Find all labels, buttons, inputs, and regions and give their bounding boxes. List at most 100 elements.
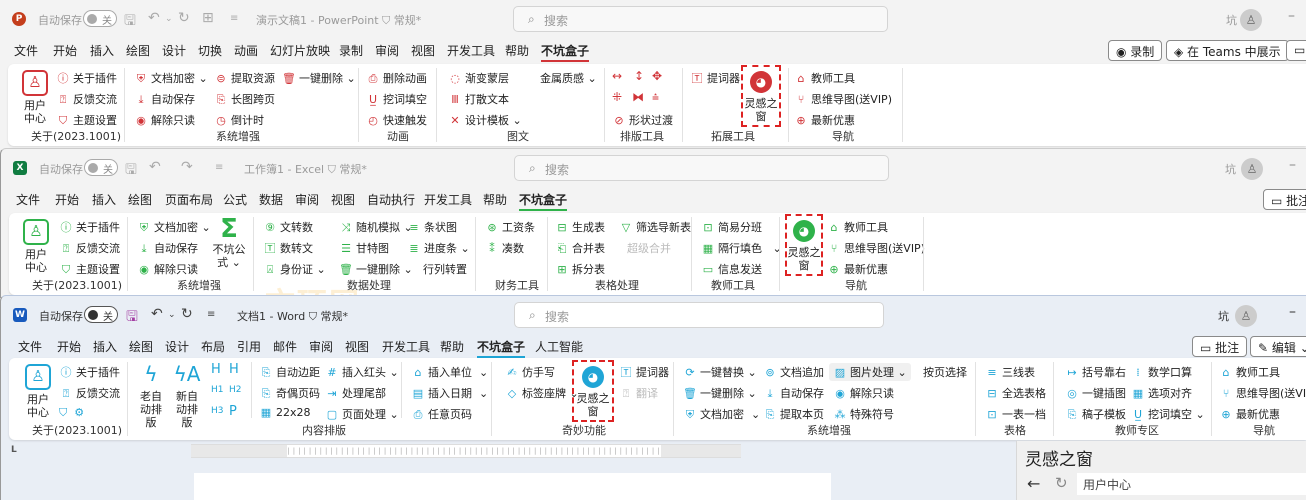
align-options-button[interactable]: ▦选项对齐 bbox=[1132, 387, 1192, 400]
doc-encrypt-button[interactable]: ⛨文档加密 ⌄ bbox=[137, 219, 211, 235]
extract-resources-button[interactable]: ⊜提取资源 bbox=[214, 70, 275, 86]
one-click-replace-button[interactable]: ⟳一键替换 ⌄ bbox=[683, 364, 756, 380]
customize-qat-icon[interactable]: ≡ bbox=[207, 309, 216, 320]
select-all-tables-button[interactable]: ⊟全选表格 bbox=[985, 385, 1046, 401]
user-center-button[interactable]: ♙用户中心 bbox=[21, 219, 51, 274]
tab-insert[interactable]: 插入 bbox=[92, 193, 117, 207]
mindmap-button[interactable]: ⑂思维导图(送VIP) bbox=[827, 240, 925, 256]
h3-icon[interactable]: H3 bbox=[211, 406, 224, 416]
metal-texture-button[interactable]: 金属质感 ⌄ bbox=[540, 72, 597, 85]
teacher-tools-button[interactable]: ⌂教师工具 bbox=[794, 70, 856, 86]
odd-even-page-button[interactable]: ⎘奇偶页码 bbox=[259, 385, 320, 401]
avatar[interactable]: ♙ bbox=[1235, 305, 1257, 327]
tab-bukeng[interactable]: 不坑盒子 bbox=[477, 340, 526, 358]
latest-offers-button[interactable]: ⊕最新优惠 bbox=[1219, 406, 1280, 422]
record-button[interactable]: ◉ 录制 bbox=[1108, 40, 1163, 61]
gradient-mask-button[interactable]: ◌渐变蒙层 bbox=[448, 70, 509, 86]
select-by-page-button[interactable]: 按页选择 bbox=[923, 366, 967, 379]
gantt-button[interactable]: ☰甘特图 bbox=[339, 240, 389, 256]
save-icon[interactable]: 🖫 bbox=[125, 162, 137, 178]
document-page[interactable] bbox=[194, 473, 831, 500]
search-box[interactable]: ⌕搜索 bbox=[513, 6, 888, 32]
tab-formulas[interactable]: 公式 bbox=[223, 193, 248, 207]
insert-red-header-button[interactable]: #插入红头 ⌄ bbox=[325, 364, 398, 380]
comment-button[interactable]: ▭ 批注 bbox=[1263, 189, 1306, 210]
bar-chart-button[interactable]: ≡条状图 bbox=[407, 219, 457, 235]
tab-home[interactable]: 开始 bbox=[53, 44, 78, 58]
shrink-icon[interactable]: ⁜ bbox=[612, 90, 623, 104]
tab-home[interactable]: 开始 bbox=[55, 193, 80, 207]
tab-view[interactable]: 视图 bbox=[331, 193, 356, 207]
h2-icon[interactable]: H2 bbox=[229, 385, 242, 395]
handle-footer-button[interactable]: ⇥处理尾部 bbox=[325, 385, 386, 401]
progress-bar-button[interactable]: ≣进度条 ⌄ bbox=[407, 240, 469, 256]
cloze-button[interactable]: U̲挖词填空 bbox=[366, 91, 427, 107]
theme-settings-button[interactable]: ⛉ ⚙ bbox=[59, 406, 84, 420]
shape-transition-button[interactable]: ⊘形状过渡 bbox=[612, 112, 673, 128]
tab-insert[interactable]: 插入 bbox=[93, 340, 118, 354]
three-line-table-button[interactable]: ≡三线表 bbox=[985, 364, 1035, 380]
tab-animations[interactable]: 动画 bbox=[234, 44, 259, 58]
doc-encrypt-button[interactable]: ⛨文档加密 ⌄ bbox=[683, 406, 760, 422]
autosave-button[interactable]: ⤓自动保存 bbox=[134, 91, 195, 107]
split-table-button[interactable]: ⊞拆分表 bbox=[555, 261, 605, 277]
tab-draw[interactable]: 绘图 bbox=[128, 193, 153, 207]
one-table-one-file-button[interactable]: ⊡一表一档 bbox=[985, 406, 1046, 422]
tab-file[interactable]: 文件 bbox=[16, 193, 41, 207]
tab-draw[interactable]: 绘图 bbox=[129, 340, 154, 354]
tab-slideshow[interactable]: 幻灯片放映 bbox=[270, 44, 331, 58]
back-arrow-icon[interactable]: ← bbox=[1027, 474, 1041, 493]
mindmap-button[interactable]: ⑂思维导图(送VIP) bbox=[1219, 385, 1306, 401]
sum-combo-button[interactable]: ⁑凑数 bbox=[485, 240, 524, 256]
filter-export-button[interactable]: ▽筛选导新表 bbox=[619, 219, 691, 235]
payslip-button[interactable]: ⊛工资条 bbox=[485, 219, 535, 235]
tab-layout[interactable]: 布局 bbox=[201, 340, 226, 354]
paragraph-icon[interactable]: P bbox=[229, 404, 237, 419]
autosave-toggle[interactable]: 关 bbox=[84, 306, 118, 323]
special-symbols-button[interactable]: ⁂特殊符号 bbox=[834, 408, 895, 421]
undo-dropdown-icon[interactable]: ⌄ bbox=[168, 310, 176, 320]
draft-template-button[interactable]: ⎘稿子模板 bbox=[1065, 406, 1126, 422]
one-click-delete-button[interactable]: 🗑一键删除 ⌄ bbox=[339, 263, 413, 276]
page-process-button[interactable]: ▢页面处理 ⌄ bbox=[326, 408, 399, 421]
redo-icon[interactable]: ↷ bbox=[181, 159, 193, 175]
user-center-button[interactable]: ♙用户中心 bbox=[20, 70, 50, 125]
remove-readonly-button[interactable]: ◉解除只读 bbox=[833, 385, 894, 401]
feedback-button[interactable]: ⍰反馈交流 bbox=[59, 240, 120, 256]
tab-draw[interactable]: 绘图 bbox=[126, 44, 151, 58]
tab-bukeng[interactable]: 不坑盒子 bbox=[541, 44, 590, 62]
send-info-button[interactable]: ▭信息发送 bbox=[702, 263, 762, 276]
tab-transitions[interactable]: 切换 bbox=[198, 44, 223, 58]
countdown-button[interactable]: ◷倒计时 bbox=[214, 112, 264, 128]
tab-review[interactable]: 审阅 bbox=[295, 193, 320, 207]
search-box[interactable]: ⌕搜索 bbox=[514, 155, 889, 181]
insert-unit-button[interactable]: ⌂插入单位 ⌄ bbox=[411, 364, 489, 380]
autosave-toggle[interactable]: 关 bbox=[84, 159, 118, 176]
tab-view[interactable]: 视图 bbox=[411, 44, 436, 58]
auto-margin-button[interactable]: ⎘自动边距 bbox=[259, 364, 320, 380]
edit-mode-button[interactable]: ✎ 编辑 ⌄ bbox=[1250, 336, 1306, 357]
tab-references[interactable]: 引用 bbox=[237, 340, 262, 354]
inspiration-window-button[interactable]: ◕灵感之窗 bbox=[741, 65, 781, 127]
one-click-delete-button[interactable]: 🗑一键删除 ⌄ bbox=[282, 72, 356, 85]
tab-developer[interactable]: 开发工具 bbox=[424, 193, 473, 207]
inspiration-window-button[interactable]: ◕灵感之窗 bbox=[572, 360, 614, 422]
undo-icon[interactable]: ↶ bbox=[149, 159, 161, 175]
feedback-button[interactable]: ⍰反馈交流 bbox=[56, 91, 117, 107]
tab-developer[interactable]: 开发工具 bbox=[382, 340, 431, 354]
tab-help[interactable]: 帮助 bbox=[440, 340, 465, 354]
any-page-number-button[interactable]: ⎙任意页码 bbox=[411, 406, 472, 422]
tab-file[interactable]: 文件 bbox=[18, 340, 43, 354]
inspiration-window-button[interactable]: ◕灵感之窗 bbox=[785, 214, 823, 276]
theme-settings-button[interactable]: ⛉主题设置 bbox=[56, 112, 117, 128]
latest-offers-button[interactable]: ⊕最新优惠 bbox=[794, 112, 855, 128]
autosave-button[interactable]: ⤓自动保存 bbox=[137, 240, 198, 256]
long-image-button[interactable]: ⎘长图跨页 bbox=[214, 91, 275, 107]
undo-icon[interactable]: ↶ bbox=[151, 306, 163, 322]
